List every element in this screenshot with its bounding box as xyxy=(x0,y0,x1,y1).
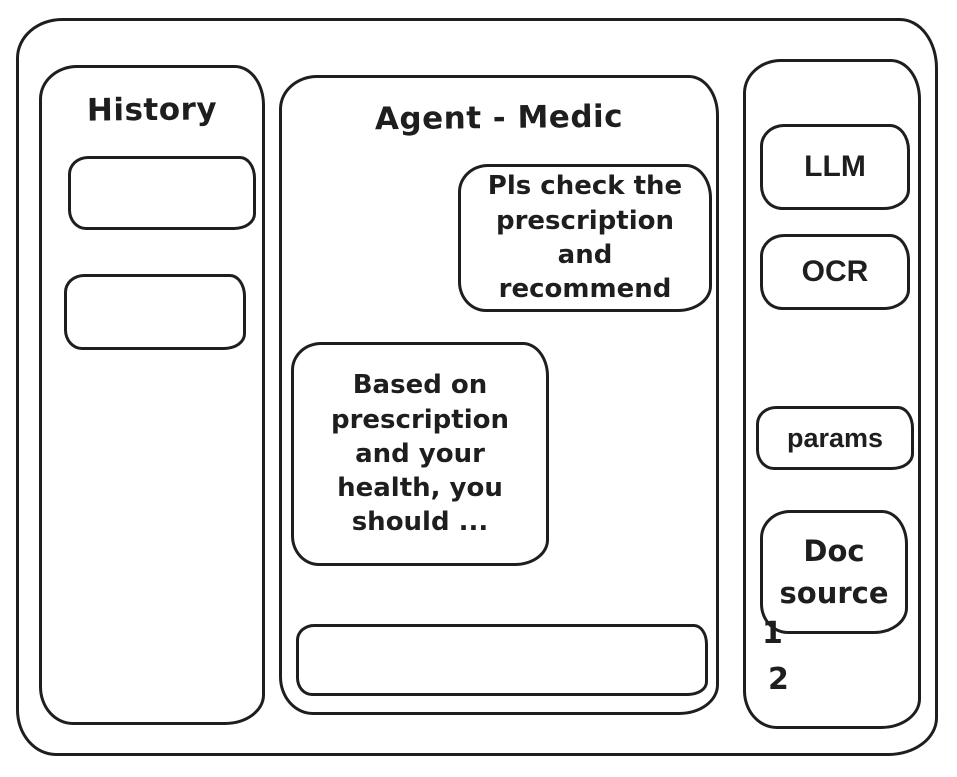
assistant-message-text: Based on prescription and your health, y… xyxy=(330,370,509,538)
doc-source-item-2[interactable]: 2 xyxy=(768,662,789,697)
app-window-frame: History Agent - Medic Pls check the pres… xyxy=(16,18,938,756)
history-panel: History xyxy=(39,65,265,725)
params-button[interactable]: params xyxy=(756,406,914,470)
user-message-bubble: Pls check the prescription and recommend xyxy=(458,164,712,312)
tools-panel: LLM OCR params Doc source 1 2 xyxy=(743,59,921,729)
user-message-text: Pls check the prescription and recommend xyxy=(487,171,683,305)
chat-panel: Agent - Medic Pls check the prescription… xyxy=(279,75,719,715)
chat-title: Agent - Medic xyxy=(374,98,624,138)
ocr-button-label: OCR xyxy=(801,255,869,288)
doc-source-label: Doc source xyxy=(779,533,889,610)
history-item[interactable] xyxy=(64,274,246,350)
history-title: History xyxy=(86,91,218,129)
llm-button-label: LLM xyxy=(804,150,866,183)
doc-source-item-1[interactable]: 1 xyxy=(762,616,783,651)
message-input[interactable] xyxy=(296,624,708,696)
doc-source-button[interactable]: Doc source xyxy=(760,510,908,634)
assistant-message-bubble: Based on prescription and your health, y… xyxy=(291,342,549,566)
llm-button[interactable]: LLM xyxy=(760,124,910,210)
history-item[interactable] xyxy=(68,156,256,230)
ocr-button[interactable]: OCR xyxy=(760,234,910,310)
params-button-label: params xyxy=(786,422,884,453)
